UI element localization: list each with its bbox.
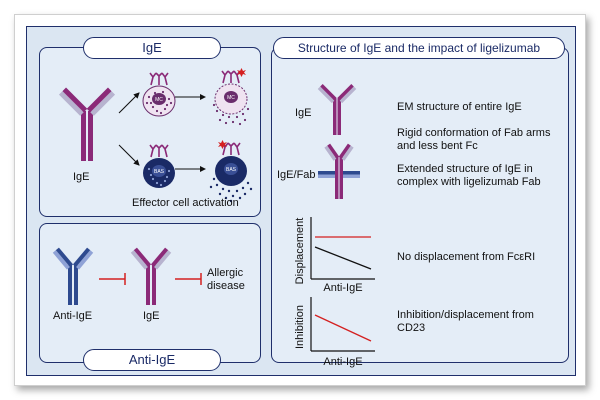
inhibition-axes <box>310 297 375 352</box>
arrow-to-bas <box>118 144 140 166</box>
ige-structure-icon <box>317 84 357 135</box>
inhibition-declining-line <box>314 314 372 342</box>
arrow-to-mc <box>118 92 140 114</box>
anti-ige-antibody <box>52 247 94 305</box>
anti-ige-label: Anti-IgE <box>53 310 93 322</box>
figure-canvas: IgE IgE <box>26 26 576 376</box>
row-1-text: EM structure of entire IgE <box>397 101 522 113</box>
row-ige-label: IgE <box>295 107 312 119</box>
allergic-disease-label: Allergic disease <box>207 267 245 293</box>
activation-arrows <box>118 92 206 172</box>
displacement-declining-line <box>314 246 372 270</box>
displacement-x-label: Anti-IgE <box>323 282 362 294</box>
mast-cell-resting: MC <box>142 72 176 117</box>
inhibit-arrow-1 <box>99 273 126 285</box>
mast-cell-activated: MC <box>212 68 250 126</box>
bas-label-2: BAS <box>226 167 237 173</box>
allergic-line: Allergic <box>207 267 244 279</box>
mc-label-1: MC <box>155 97 163 103</box>
inhibition-axis-label: Inhibition <box>294 305 306 349</box>
structure-panel-title: Structure of IgE and the impact of ligel… <box>273 37 565 59</box>
ige-fab-complex-icon <box>318 143 360 199</box>
effector-activation-caption: Effector cell activation <box>132 197 239 209</box>
disease-line: disease <box>207 280 245 292</box>
basophil-resting: BAS <box>143 144 175 188</box>
ige-antibody-large <box>58 87 116 161</box>
structure-panel <box>271 47 569 363</box>
row-4-text: No displacement from FcεRI <box>397 251 536 263</box>
displacement-axes <box>310 217 375 280</box>
row-3-text: Extended structure of IgE in complex wit… <box>397 163 541 188</box>
displacement-axis-label: Displacement <box>294 218 306 285</box>
row-2-text: Rigid conformation of Fab arms and less … <box>397 127 551 152</box>
anti-ige-panel-title: Anti-IgE <box>83 349 221 371</box>
mc-label-2: MC <box>227 95 235 101</box>
row-ige-fab-label: IgE/Fab <box>277 169 316 181</box>
inhibition-x-label: Anti-IgE <box>323 356 362 368</box>
bas-label-1: BAS <box>154 169 165 175</box>
anti-panel-ige-label: IgE <box>143 310 160 322</box>
ige-antibody-small <box>130 247 172 305</box>
figure-frame: IgE IgE <box>14 14 586 386</box>
inhibition-graph: Inhibition Anti-IgE <box>294 297 375 368</box>
ige-panel-title: IgE <box>83 37 221 59</box>
row-5-text: Inhibition/displacement from CD23 <box>397 309 534 334</box>
basophil-activated: BAS <box>209 140 253 203</box>
ige-antibody-label: IgE <box>73 171 90 183</box>
inhibit-arrow-2 <box>175 273 202 285</box>
displacement-graph: Displacement Anti-IgE <box>294 217 375 294</box>
